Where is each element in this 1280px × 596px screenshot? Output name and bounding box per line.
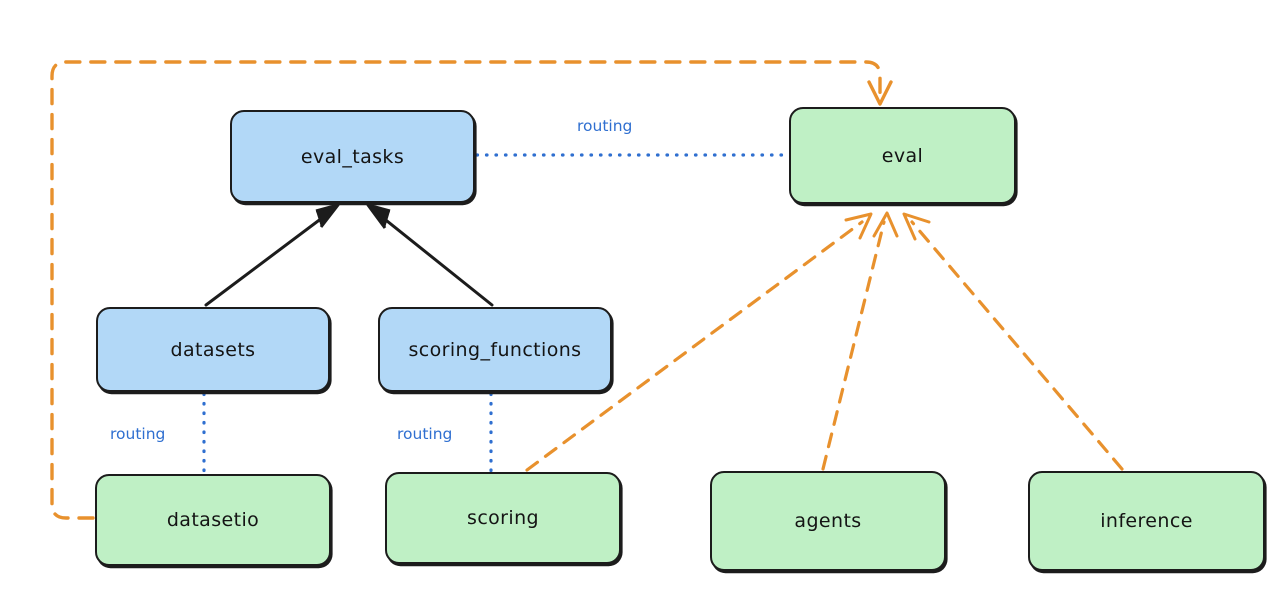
node-datasetio[interactable]: datasetio: [95, 474, 331, 566]
node-eval-tasks[interactable]: eval_tasks: [230, 110, 475, 203]
edge-label-routing-scoring: routing: [397, 425, 453, 443]
edge-scoring-functions-to-eval-tasks: [366, 203, 494, 307]
edge-inference-to-eval: [902, 212, 1124, 471]
node-label-scoring-functions: scoring_functions: [408, 338, 582, 361]
edge-agents-to-eval: [821, 211, 899, 471]
node-label-eval: eval: [881, 144, 924, 167]
node-agents[interactable]: agents: [710, 471, 946, 571]
node-label-inference: inference: [1100, 510, 1193, 532]
node-datasets[interactable]: datasets: [96, 307, 330, 392]
node-scoring[interactable]: scoring: [385, 472, 621, 564]
node-label-agents: agents: [794, 510, 862, 532]
node-scoring-functions[interactable]: scoring_functions: [378, 307, 612, 392]
node-label-datasets: datasets: [170, 338, 256, 361]
node-inference[interactable]: inference: [1028, 471, 1265, 571]
node-label-scoring: scoring: [467, 507, 539, 529]
node-label-eval-tasks: eval_tasks: [300, 145, 405, 168]
edge-datasets-to-eval-tasks: [204, 203, 340, 307]
node-eval[interactable]: eval: [789, 107, 1016, 204]
edge-label-routing-eval: routing: [577, 117, 633, 135]
edge-label-routing-datasetio: routing: [110, 425, 166, 443]
node-label-datasetio: datasetio: [166, 509, 260, 531]
